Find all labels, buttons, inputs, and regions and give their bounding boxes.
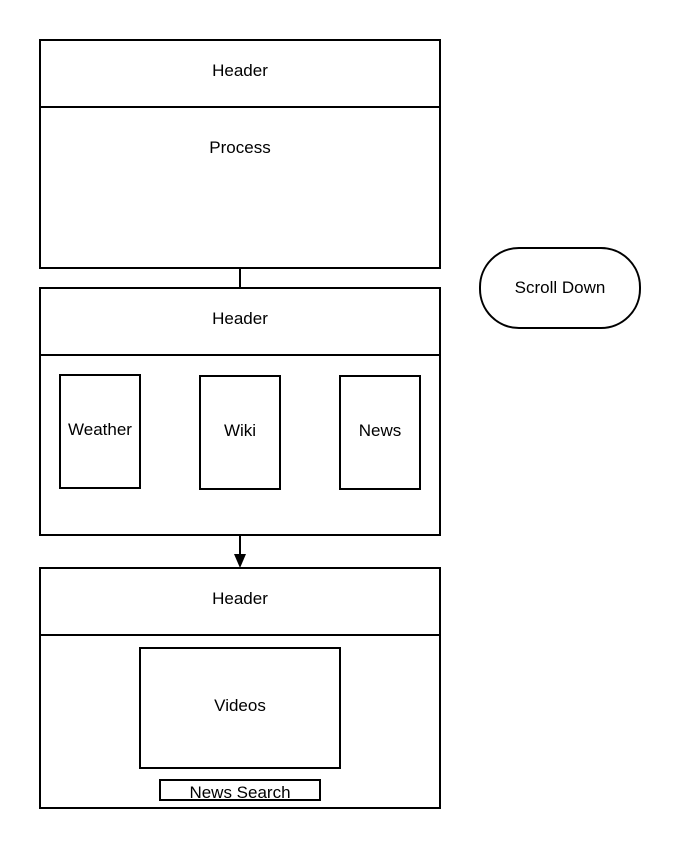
wiki-card-label: Wiki	[223, 421, 257, 440]
frame-media-header: Header	[212, 589, 268, 608]
frame-widgets-header: Header	[212, 309, 268, 328]
news-card	[339, 375, 421, 490]
wiki-card	[199, 375, 281, 490]
frame-process	[39, 39, 441, 269]
weather-card-label: Weather	[68, 420, 132, 439]
scroll-down-label: Scroll Down	[514, 278, 606, 297]
news-search-box	[159, 779, 321, 801]
scroll-down-note: Scroll Down	[479, 247, 641, 329]
frame-media-divider	[39, 634, 441, 636]
videos-box	[139, 647, 341, 769]
videos-label: Videos	[214, 696, 266, 715]
frame-process-body: Process	[209, 138, 271, 157]
frame-widgets-divider	[39, 354, 441, 356]
news-search-label: News Search	[189, 783, 291, 802]
arrowhead-icon	[234, 554, 246, 568]
frame-process-header: Header	[212, 61, 268, 80]
news-card-label: News	[358, 421, 402, 440]
weather-card	[59, 374, 141, 489]
frame-process-divider	[39, 106, 441, 108]
